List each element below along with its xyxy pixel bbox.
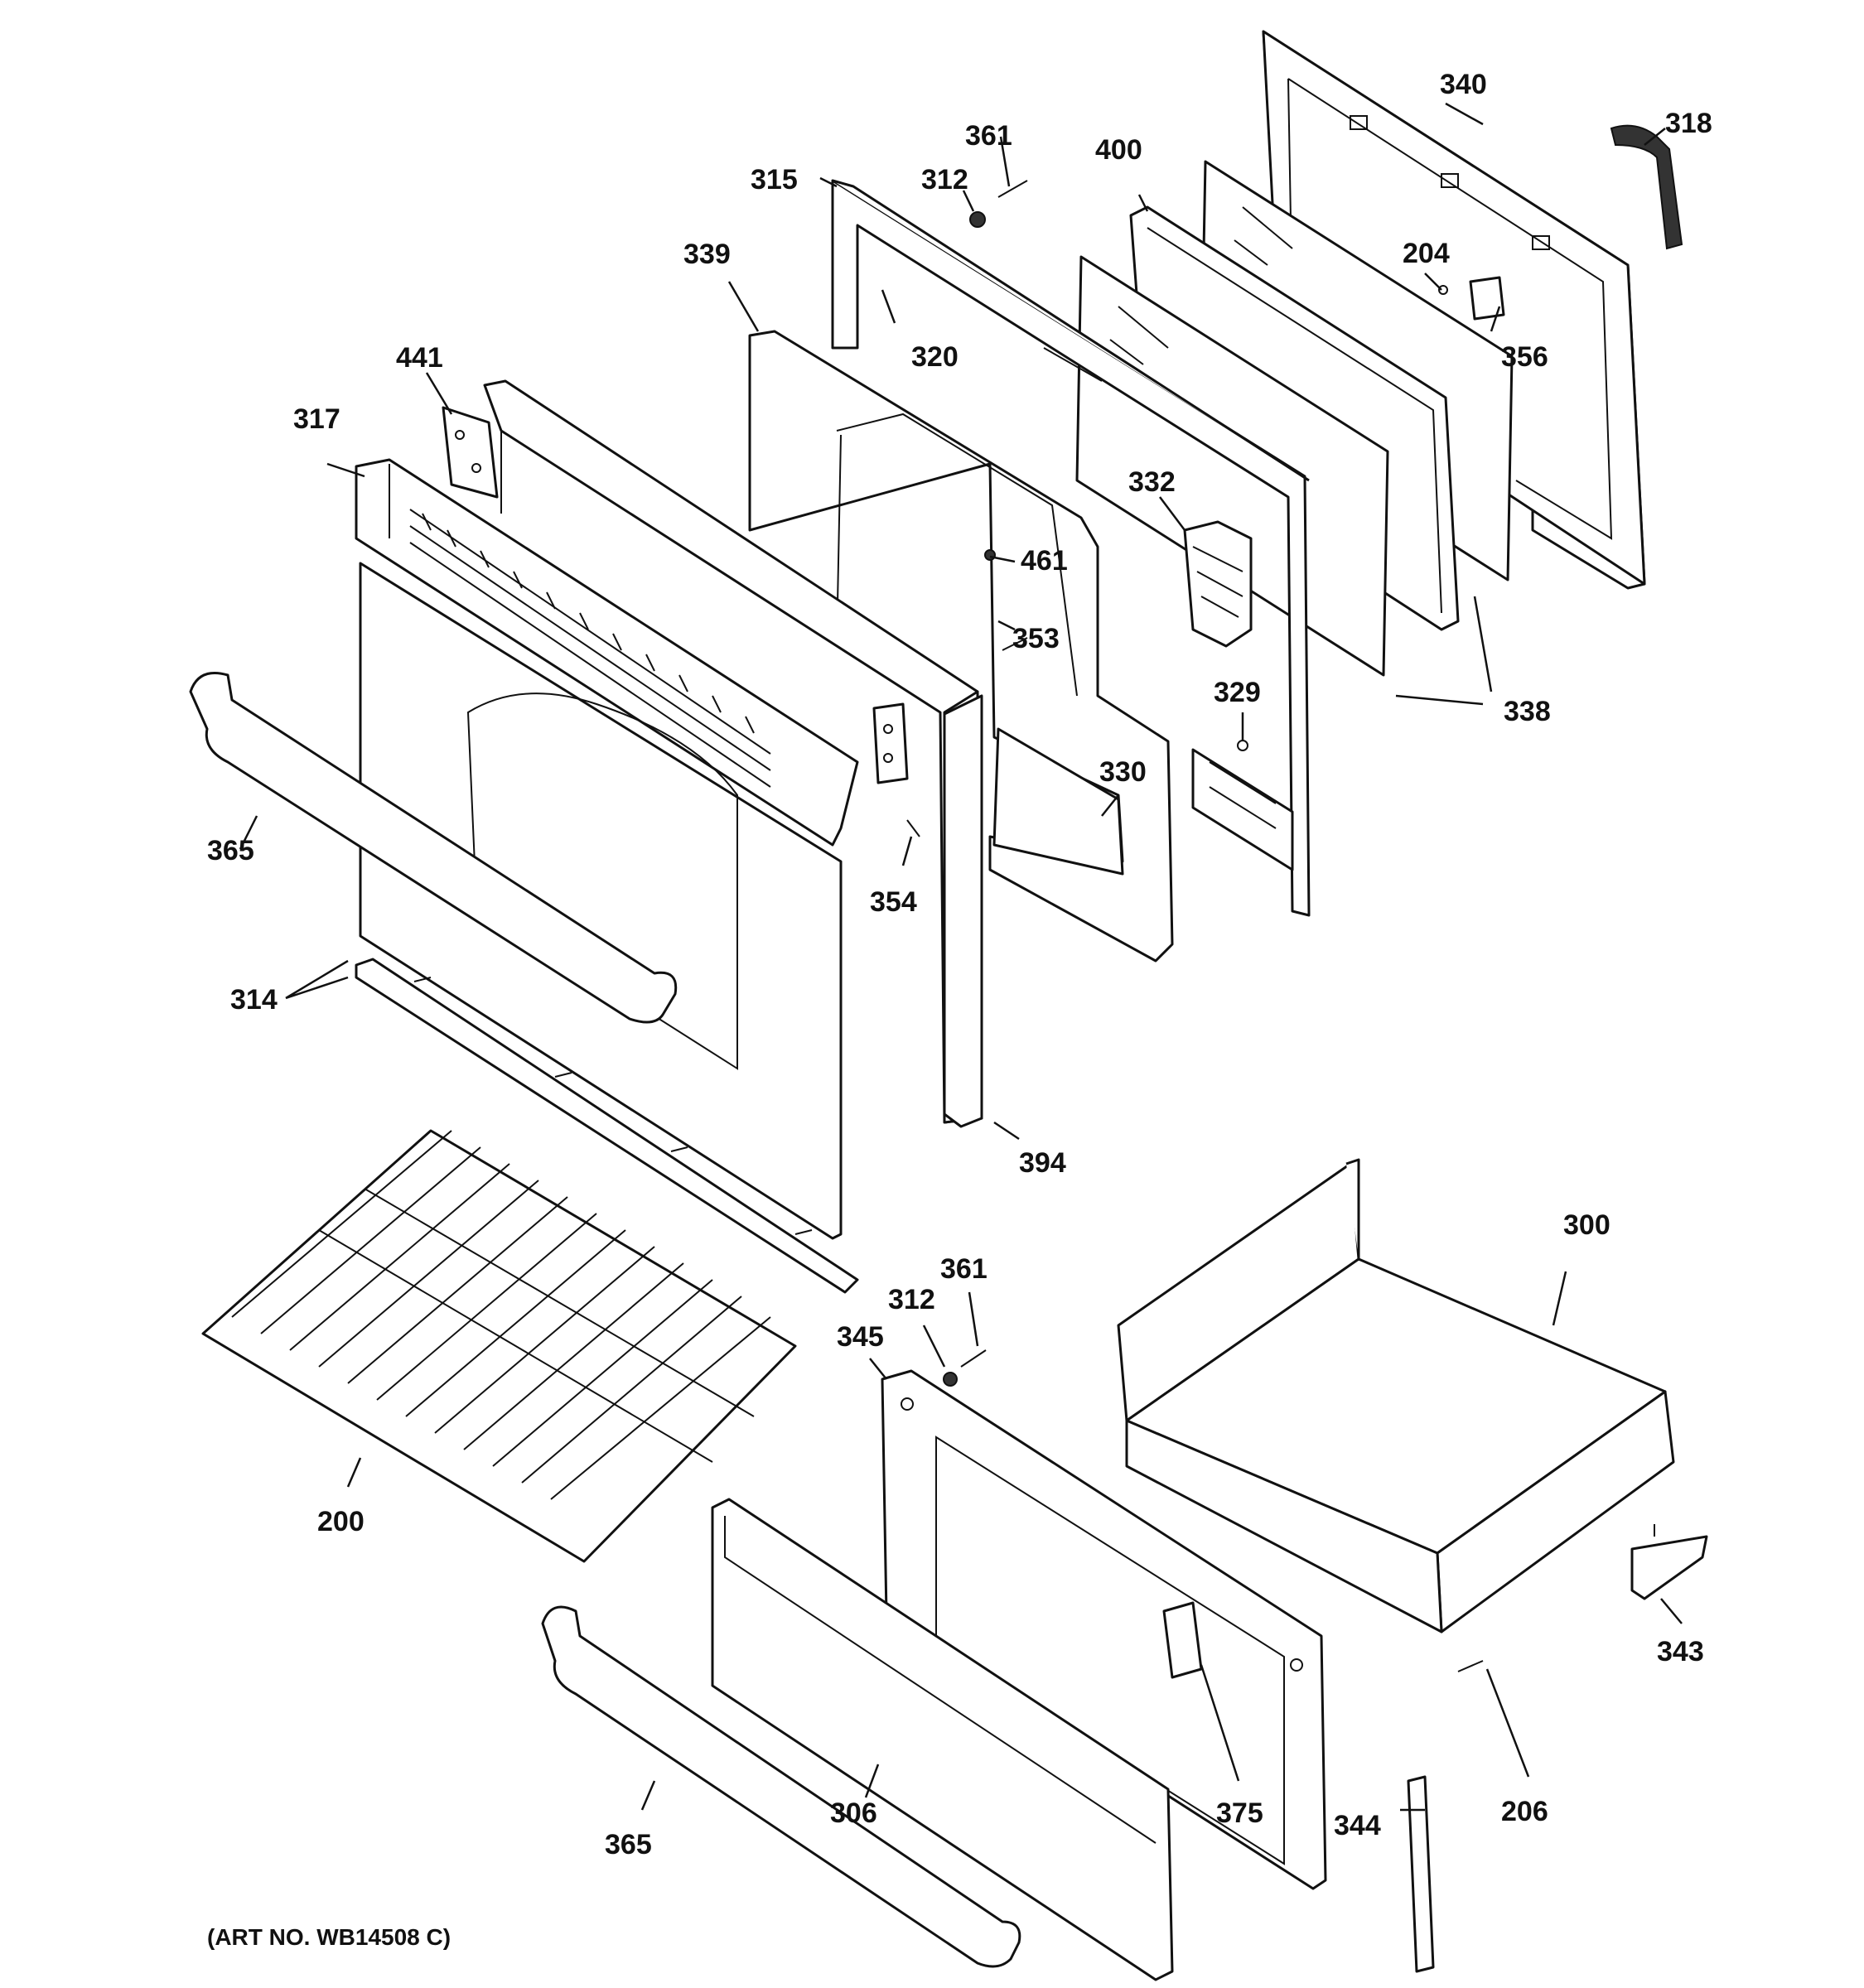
label-461: 461 (1021, 545, 1068, 577)
label-314: 314 (230, 984, 278, 1016)
label-340: 340 (1440, 69, 1487, 100)
part-441-hinge (442, 406, 499, 499)
label-361-top: 361 (965, 120, 1012, 152)
label-320: 320 (911, 341, 959, 373)
part-339-door-liner-panel (748, 330, 1174, 963)
part-332-insulation (1183, 520, 1253, 648)
label-315: 315 (751, 164, 798, 195)
part-394-side-trim (943, 694, 983, 1128)
label-206: 206 (1501, 1796, 1548, 1827)
label-312-bottom: 312 (888, 1284, 935, 1315)
fastener-screws (906, 180, 1655, 1672)
label-338: 338 (1504, 696, 1551, 727)
label-300: 300 (1563, 1209, 1610, 1241)
part-200-oven-rack (201, 1129, 797, 1563)
part-365-drawer-handle (541, 1605, 1021, 1968)
label-356: 356 (1501, 341, 1548, 373)
part-318-gasket (1610, 124, 1683, 250)
part-labels: 340 318 361 400 312 315 339 204 356 320 … (207, 69, 1712, 1860)
label-441: 441 (396, 342, 443, 374)
part-314-outer-door (359, 562, 843, 1240)
label-365-bottom: 365 (605, 1829, 652, 1860)
part-338-glass-inner (1075, 255, 1389, 677)
part-306-drawer-front (711, 1498, 1174, 1981)
label-330: 330 (1099, 756, 1147, 788)
label-332: 332 (1128, 466, 1176, 498)
part-330-insulation-strip (992, 727, 1124, 876)
art-number: (ART NO. WB14508 C) (207, 1924, 451, 1950)
label-339: 339 (683, 239, 731, 270)
label-353: 353 (1012, 623, 1060, 654)
part-365-door-handle (189, 672, 678, 1024)
part-344-rail (1407, 1775, 1435, 1973)
part-300-drawer-body (1117, 1158, 1675, 1633)
part-375-bracket (1162, 1601, 1203, 1679)
leader-lines (239, 102, 1683, 1812)
label-343: 343 (1657, 1636, 1704, 1667)
label-344: 344 (1334, 1810, 1381, 1841)
label-200: 200 (317, 1506, 365, 1537)
part-340-door-liner (1262, 30, 1646, 590)
part-315-inner-door (831, 179, 1311, 917)
part-314-bottom-trim (355, 958, 859, 1294)
label-354: 354 (870, 886, 917, 918)
label-312-top: 312 (921, 164, 968, 195)
label-318: 318 (1665, 108, 1712, 139)
part-343-drawer-glide (1630, 1535, 1708, 1600)
label-365-top: 365 (207, 835, 254, 866)
label-361-bottom: 361 (940, 1253, 988, 1285)
part-317-vent-trim (355, 458, 859, 847)
label-329: 329 (1214, 677, 1261, 708)
label-375: 375 (1216, 1797, 1263, 1829)
label-317: 317 (293, 403, 340, 435)
part-hinge-plate (872, 702, 909, 784)
label-204: 204 (1403, 238, 1450, 269)
label-306: 306 (830, 1797, 877, 1829)
label-394: 394 (1019, 1147, 1066, 1179)
label-400: 400 (1095, 134, 1142, 166)
label-345: 345 (837, 1321, 884, 1353)
